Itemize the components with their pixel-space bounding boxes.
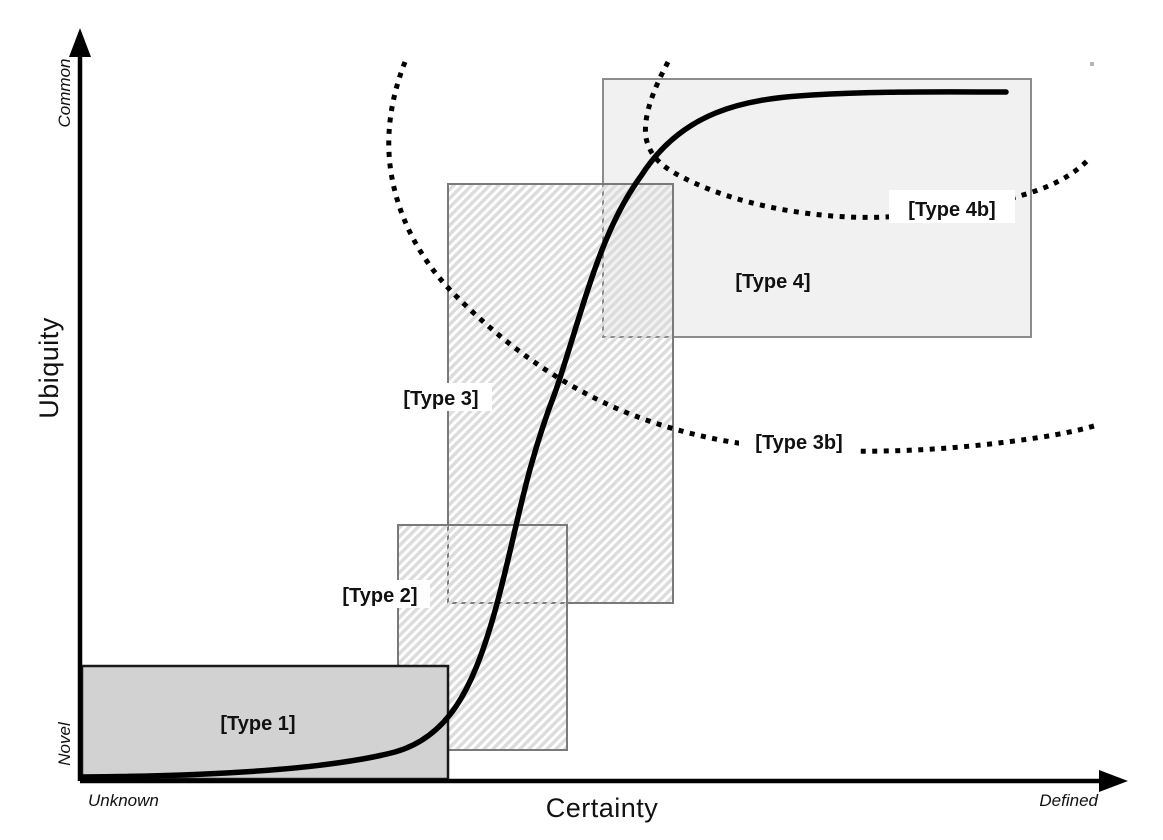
type3b-label-knockout bbox=[739, 426, 860, 456]
type1-region-box bbox=[80, 664, 450, 781]
type1-region-label: [Type 1] bbox=[220, 713, 295, 735]
type3b-curve-label: [Type 3b] bbox=[755, 432, 842, 454]
x-axis-arrow bbox=[1099, 770, 1128, 792]
type4b-curve-label: [Type 4b] bbox=[908, 199, 995, 221]
diffusion-s-curve bbox=[79, 89, 1009, 780]
type4b-curve-faint-dot bbox=[1090, 62, 1094, 66]
type2-label-knockout bbox=[331, 580, 430, 608]
type2-region-label: [Type 2] bbox=[342, 585, 417, 607]
label-knockouts bbox=[331, 190, 1015, 608]
y-axis-bottom-label: Novel bbox=[55, 721, 74, 766]
x-axis-title: Certainty bbox=[546, 793, 659, 823]
type3-region-label: [Type 3] bbox=[403, 388, 478, 410]
y-axis-top-label: Common bbox=[55, 59, 74, 128]
axes bbox=[69, 28, 1128, 792]
type4b-label-knockout bbox=[889, 190, 1015, 223]
type3b-dotted-curve bbox=[386, 61, 1098, 454]
x-axis-right-label: Defined bbox=[1039, 791, 1098, 810]
type4-region-label: [Type 4] bbox=[735, 271, 810, 293]
x-axis-left-label: Unknown bbox=[88, 791, 159, 810]
y-axis-title: Ubiquity bbox=[34, 317, 64, 419]
y-axis-arrow bbox=[69, 28, 91, 57]
type3-label-knockout bbox=[391, 383, 492, 411]
